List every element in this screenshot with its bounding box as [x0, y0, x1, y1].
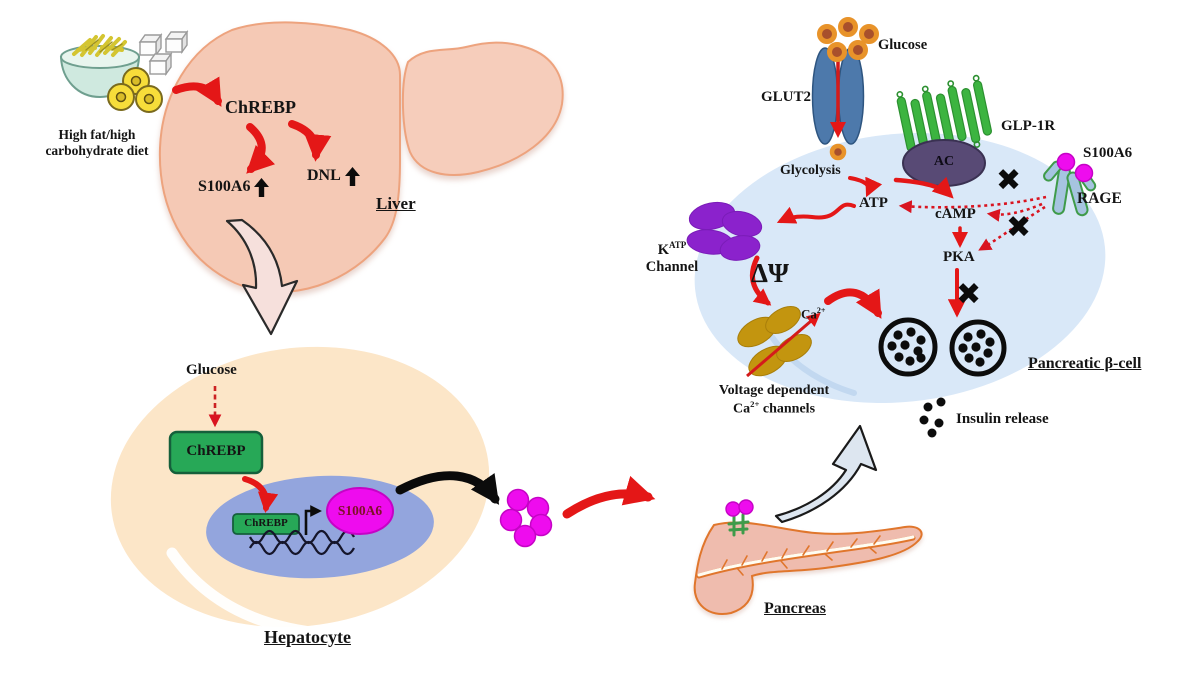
s100a6-protein-label: S100A6 [337, 503, 383, 518]
chrebp-nuclear-label: ChREBP [244, 517, 288, 529]
arrow-ca-influx [746, 312, 821, 378]
atp-label: ATP [859, 195, 888, 211]
arrow-glycolysis-to-atp [848, 176, 883, 198]
dna-icon [248, 529, 356, 556]
delta-psi-label: ΔΨ [751, 258, 789, 288]
diet-label: High fat/high carbohydrate diet [45, 127, 149, 158]
liver-organ-icon [158, 21, 564, 293]
arrow-liver-to-hepatocyte [225, 218, 299, 336]
glp1r-label: GLP-1R [1001, 118, 1056, 134]
hepatocyte-label: Hepatocyte [264, 627, 351, 647]
arrow-rage-to-atp [898, 195, 1047, 214]
glut2-label: GLUT2 [761, 89, 812, 105]
glycolysis-label: Glycolysis [780, 163, 841, 178]
ac-label: AC [933, 154, 955, 169]
s100a6-top-label: S100A6 [1083, 145, 1133, 161]
glucose-molecules-icon [817, 17, 879, 62]
arrow-rage-to-pka [978, 205, 1046, 251]
hepatocyte-glucose-label: Glucose [186, 362, 237, 378]
rage-receptor-icon [1043, 152, 1097, 217]
insulin-release-label: Insulin release [956, 411, 1049, 427]
liver-chrebp-label: ChREBP [225, 97, 297, 117]
arrow-katp-to-vdcc [749, 255, 772, 306]
arrow-dots-to-pancreas [562, 475, 656, 519]
glucose-internal-icon [829, 143, 847, 161]
katp-channel-icon [686, 201, 763, 261]
s100a6-secreted-dots [499, 488, 553, 548]
arrow-ac-to-camp [893, 176, 954, 199]
chrebp-box [168, 430, 264, 475]
inhibition-x-icon: ✖ [956, 277, 982, 312]
rage-label: RAGE [1077, 190, 1122, 207]
liver-dnl-label: DNL [307, 167, 360, 186]
insulin-granule-icon [878, 317, 938, 377]
arrow-diet-to-chrebp [172, 76, 222, 107]
hepatocyte-cell-icon [110, 346, 490, 640]
up-arrow-icon [254, 178, 270, 197]
beta-cell-label: Pancreatic β-cell [1028, 355, 1142, 372]
food-bowl-icon [59, 34, 141, 99]
liver-label: Liver [376, 194, 416, 213]
chrebp-box-label: ChREBP [186, 443, 246, 459]
liver-s100a6-label: S100A6 [198, 178, 270, 197]
s100a6-protein-icon [326, 487, 394, 535]
vdcc-label: Voltage dependent Ca2+ channels [718, 383, 830, 417]
arrow-ca-to-granule [824, 288, 882, 319]
pancreas-receptor-icon [725, 499, 754, 537]
arrow-atp-to-katp [776, 202, 856, 224]
betacell-glucose-label: Glucose [878, 37, 928, 53]
katp-channel-label: KATP Channel [645, 240, 699, 275]
ca-label: Ca2+ [801, 306, 826, 322]
pancreas-organ-icon [693, 521, 923, 615]
arrow-pancreas-to-betacell [774, 424, 878, 524]
arrow-chrebp-to-nucleus [242, 476, 279, 514]
transcription-arrow [304, 505, 322, 535]
insulin-release-dots [919, 397, 946, 438]
donuts-icon [107, 67, 163, 113]
arrow-secretion [395, 471, 500, 505]
arrow-chrebp-to-s100a6 [246, 123, 276, 174]
glut2-channel-icon [811, 47, 865, 145]
arrow-chrebp-to-dnl [288, 120, 332, 162]
inhibition-x-icon: ✖ [1006, 210, 1032, 245]
pka-label: PKA [943, 249, 975, 265]
up-arrow-icon [344, 167, 360, 186]
pancreas-label: Pancreas [764, 600, 826, 617]
inhibition-x-icon: ✖ [996, 163, 1022, 198]
insulin-granule-icon [949, 319, 1007, 377]
beta-cell-icon [694, 133, 1106, 403]
camp-label: cAMP [935, 206, 976, 222]
sugar-cubes-icon [138, 29, 189, 77]
